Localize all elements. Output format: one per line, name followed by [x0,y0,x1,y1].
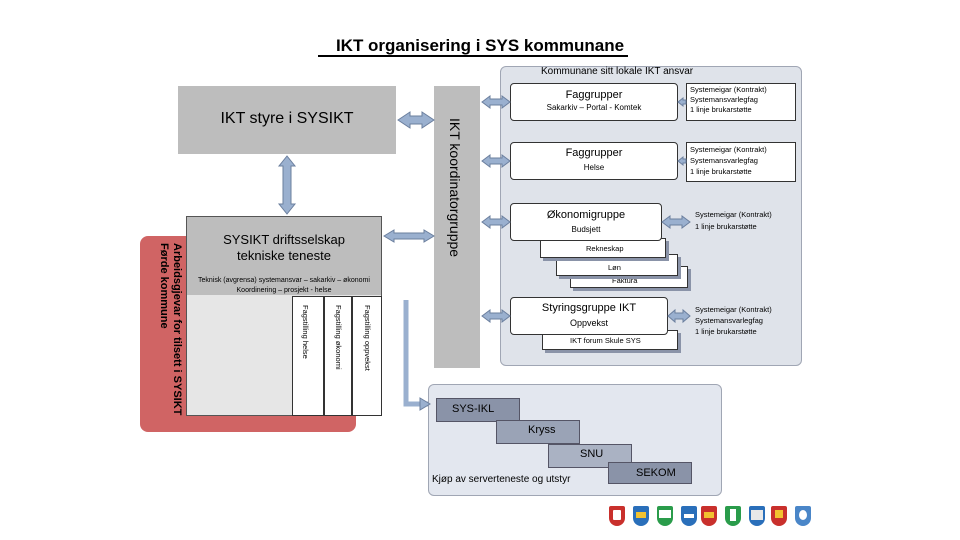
arrow-drift-koordinator [383,229,435,243]
arrows-koordinator-groups [481,95,511,323]
fagstilling-oppvekst: Fagstilling oppvekst [363,305,372,371]
crest-5-icon [701,506,717,526]
employer-line2: Førde kommune [158,243,170,329]
snu-label: SNU [580,448,604,460]
faktura-label: Faktura [612,276,638,285]
employer-line1: Arbeidsgjevar for tilsett i SYSIKT [171,243,183,416]
driftsselskap-desc-1: Teknisk (avgrensa) systemansvar – sakark… [198,277,370,284]
lon-label: Løn [608,263,621,272]
styringsgruppe-title: Styringsgruppe IKT [541,302,637,314]
faggrupper-1-title: Faggrupper [565,89,623,101]
driftsselskap-title-1: SYSIKT driftsselskap [223,232,345,247]
forum-label: IKT forum Skule SYS [570,336,641,345]
crest-7-icon [749,506,765,526]
page-title: IKT organisering i SYS kommunane [335,36,625,55]
okonomi-note-2: 1 linje brukarstøtte [695,222,757,231]
faggrupper-2-note-3: 1 linje brukarstøtte [690,167,752,176]
arrow-drift-sysikl [403,300,431,411]
fagstilling-helse: Fagstilling helse [301,305,310,359]
local-ikt-label: Kommunane sitt lokale IKT ansvar [541,66,694,77]
kryss-label: Kryss [528,424,556,436]
arrow-styre-koordinator [397,111,435,129]
rekneskap-label: Rekneskap [586,244,624,253]
crest-6-icon [725,506,741,526]
crest-2-icon [633,506,649,526]
faggrupper-1-sub: Sakarkiv – Portal - Komtek [546,103,642,112]
snu-step [548,444,632,468]
faggrupper-2-title: Faggrupper [565,147,623,159]
fagstilling-oppvekst-col [352,296,382,416]
sekom-label: SEKOM [636,467,676,479]
styring-note-3: 1 linje brukarstøtte [695,327,757,336]
faggrupper-1-note-2: Systemansvarlegfag [690,95,758,104]
sys-ikl-step [436,398,520,422]
styringsgruppe-sub: Oppvekst [569,318,609,328]
faggrupper-1-note-1: Systemeigar (Kontrakt) [690,85,767,94]
crest-8-icon [771,506,787,526]
okonomi-note-1: Systemeigar (Kontrakt) [695,210,772,219]
styring-note-1: Systemeigar (Kontrakt) [695,305,772,314]
sys-ikl-label: SYS-IKL [452,403,495,415]
okonomigruppe-sub: Budsjett [571,225,601,234]
faggrupper-2-note-2: Systemansvarlegfag [690,156,758,165]
ikt-styre-box [178,86,396,154]
crest-4-icon [681,506,697,526]
sys-ikl-caption: Kjøp av serverteneste og utstyr [432,474,571,485]
crest-1-icon [609,506,625,526]
crest-9-icon [795,506,811,526]
fagstilling-helse-col [292,296,324,416]
fagstilling-okonomi: Fagstilling økonomi [334,305,343,370]
okonomigruppe-title: Økonomigruppe [546,209,626,221]
ikt-styre-label: IKT styre i SYSIKT [220,110,354,127]
arrows-groups-notes [661,96,691,324]
title-underline [318,55,628,57]
employer-text: Arbeidsgjevar for tilsett i SYSIKT Førde… [153,243,183,423]
faggrupper-1-note-3: 1 linje brukarstøtte [690,105,752,114]
driftsselskap-title-2: tekniske teneste [237,248,331,263]
okonomigruppe-box [510,203,662,241]
faggrupper-2-note-1: Systemeigar (Kontrakt) [690,145,767,154]
koordinator-bar [434,86,480,368]
fagstilling-okonomi-col [324,296,352,416]
crest-3-icon [657,506,673,526]
kryss-step [496,420,580,444]
faggrupper-1-note-box [686,83,796,121]
arrow-styre-drift [277,155,297,215]
sekom-step [608,462,692,484]
styring-note-2: Systemansvarlegfag [695,316,763,325]
driftsselskap-desc-2: Koordinering – prosjekt - helse [236,287,332,294]
faggrupper-2-sub: Helse [583,163,605,172]
styringsgruppe-box [510,297,668,335]
driftsselskap-header [187,217,381,295]
koordinator-label: IKT koordinatorgruppe [447,118,463,258]
